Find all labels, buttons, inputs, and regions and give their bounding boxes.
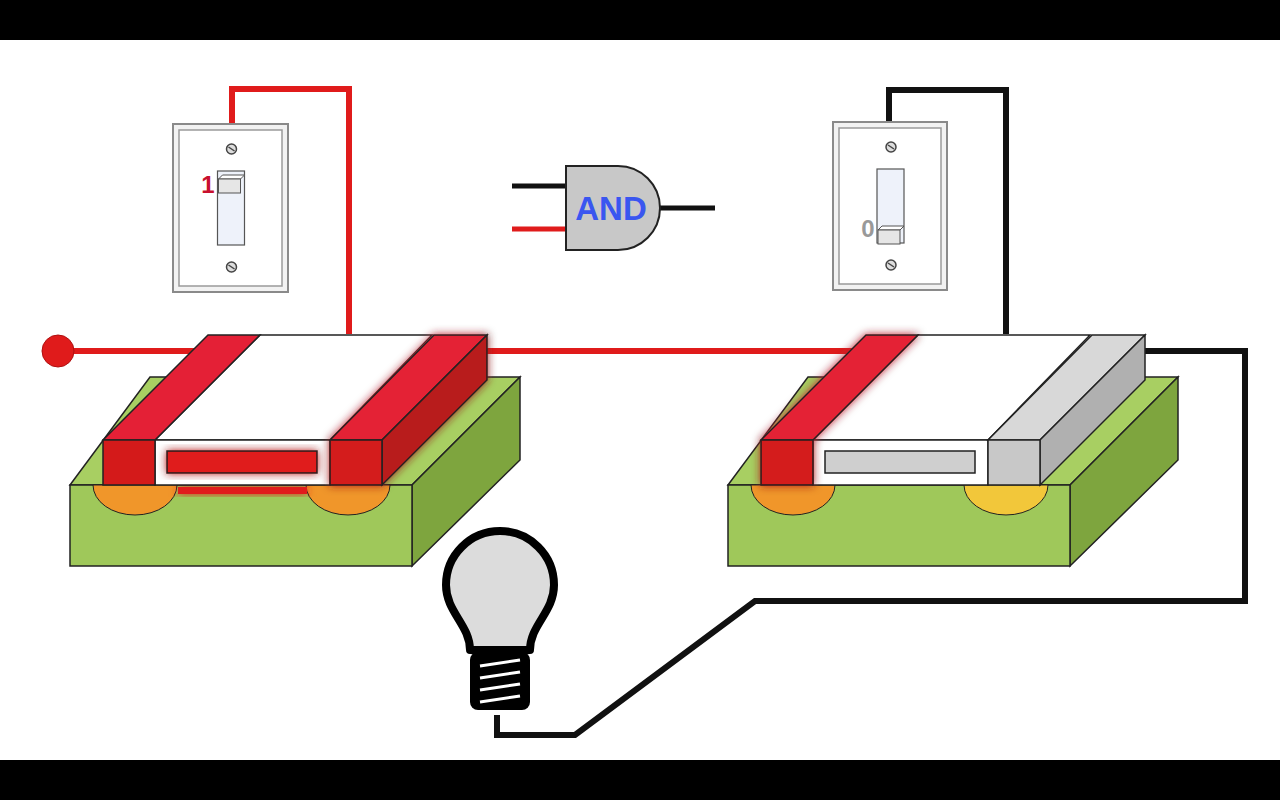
gate-wires xyxy=(512,186,715,229)
light-switch: 0 xyxy=(832,121,948,291)
switch-state: 0 xyxy=(861,217,874,241)
input-terminal xyxy=(42,335,74,367)
and-gate: AND xyxy=(565,165,661,251)
switch-plate xyxy=(832,121,948,291)
switch-state: 1 xyxy=(201,173,214,197)
light-switch: 1 xyxy=(172,123,289,293)
black-wires xyxy=(497,90,1245,735)
top-bar xyxy=(0,0,1280,40)
bottom-bar xyxy=(0,760,1280,800)
switch-plate xyxy=(172,123,289,293)
right-transistor xyxy=(728,335,1178,566)
light-bulb xyxy=(446,531,554,710)
gate-label: AND xyxy=(575,192,647,225)
red-wires xyxy=(58,89,865,351)
left-transistor xyxy=(70,335,520,566)
